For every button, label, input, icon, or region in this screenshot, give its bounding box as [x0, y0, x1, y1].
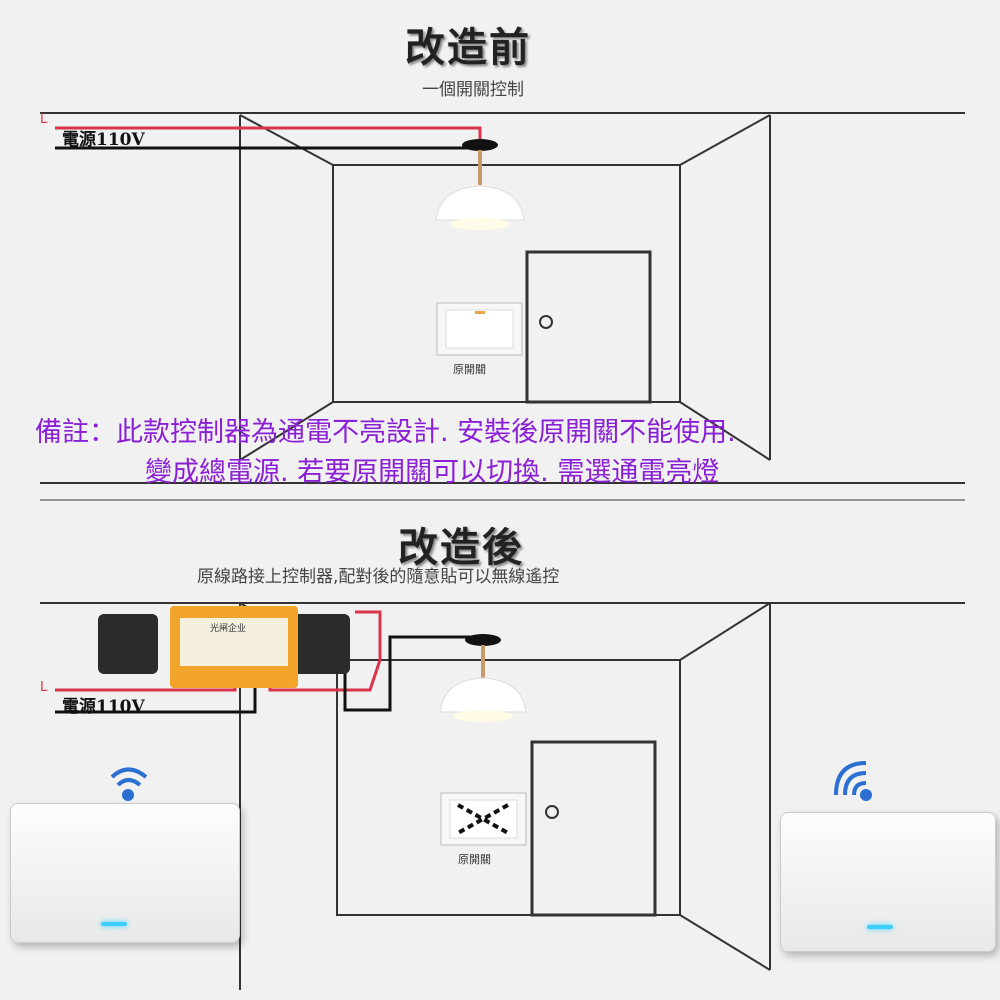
- before-subtitle: 一個開關控制: [422, 80, 524, 100]
- before-wires: [55, 126, 482, 150]
- before-lamp-icon: [435, 139, 525, 230]
- led-indicator: [867, 925, 893, 929]
- after-line-label: L: [40, 680, 48, 695]
- before-title: 改造前: [405, 25, 531, 71]
- led-indicator: [101, 922, 127, 926]
- before-switch-label: 原開關: [453, 363, 486, 376]
- note-line-2: 變成總電源. 若要原開關可以切換. 需選通電亮燈: [145, 457, 720, 488]
- wifi-left-icon: [110, 767, 148, 801]
- after-lamp-icon: [439, 634, 527, 722]
- controller-label: 光闸企业: [210, 624, 247, 634]
- before-wall-switch-icon: [436, 302, 523, 356]
- after-switch-label: 原開關: [458, 853, 491, 866]
- after-power-label: 電源110V: [62, 697, 145, 717]
- after-subtitle: 原線路接上控制器,配對後的隨意貼可以無線遙控: [197, 567, 560, 587]
- wireless-remote-switch-right[interactable]: [780, 812, 996, 952]
- wireless-remote-switch-left[interactable]: [10, 803, 240, 943]
- before-room: [40, 112, 965, 501]
- before-line-label: L: [40, 112, 48, 127]
- before-power-label: 電源110V: [62, 130, 145, 150]
- wifi-right-icon: [834, 761, 872, 801]
- note-line-1: 備註：此款控制器為通電不亮設計. 安裝後原開關不能使用.: [35, 417, 736, 448]
- after-title: 改造後: [398, 525, 524, 571]
- controller-module-icon: [98, 606, 350, 688]
- disabled-wall-switch-icon: [440, 792, 527, 846]
